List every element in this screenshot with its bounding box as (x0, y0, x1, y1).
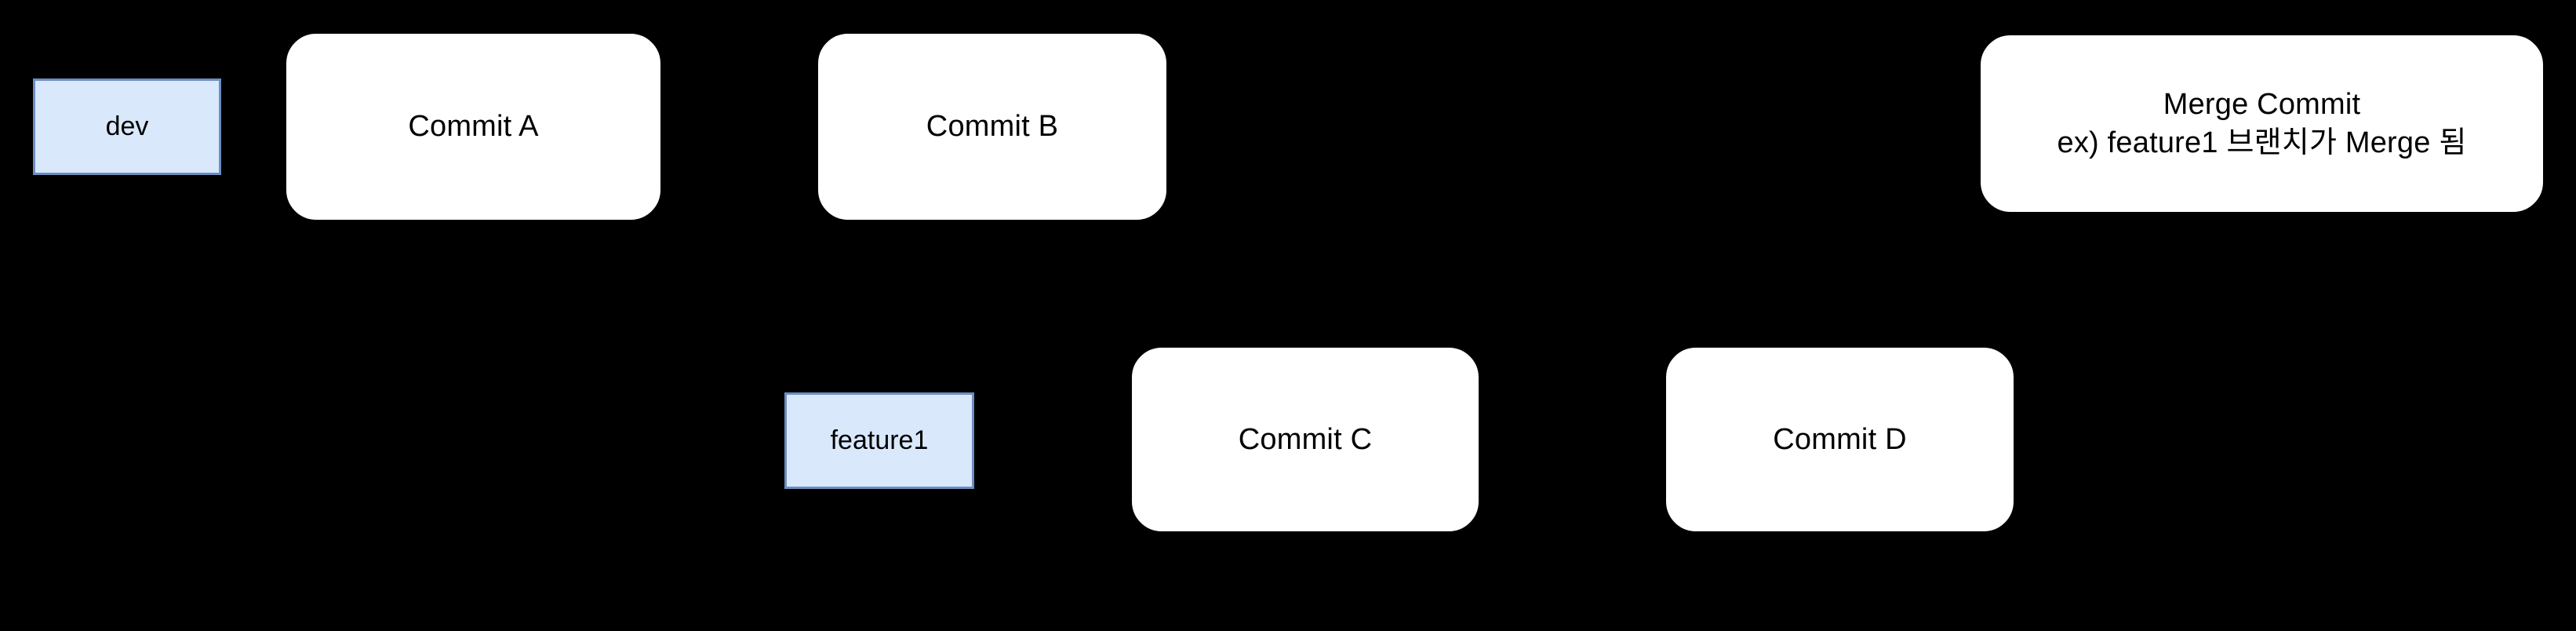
branch-label-dev-text: dev (105, 111, 149, 141)
commit-node-merge-commit-title: Merge Commit (2163, 87, 2361, 121)
commit-node-commit-a-text: Commit A (408, 110, 539, 144)
commit-node-commit-d-text: Commit D (1773, 422, 1907, 456)
commit-node-commit-c-text: Commit C (1238, 422, 1373, 456)
commit-node-commit-a[interactable]: Commit A (286, 34, 660, 220)
branch-label-feature1-text: feature1 (830, 425, 929, 455)
commit-node-commit-c[interactable]: Commit C (1132, 348, 1479, 531)
commit-node-merge-commit-description: ex) feature1 브랜치가 Merge 됨 (2057, 126, 2467, 159)
branch-label-dev[interactable]: dev (33, 78, 221, 175)
commit-node-commit-b[interactable]: Commit B (818, 34, 1166, 220)
commit-node-merge-commit[interactable]: Merge Commit ex) feature1 브랜치가 Merge 됨 (1981, 35, 2543, 212)
commit-node-commit-b-text: Commit B (926, 110, 1059, 144)
commit-node-commit-d[interactable]: Commit D (1666, 348, 2014, 531)
branch-label-feature1[interactable]: feature1 (784, 392, 974, 489)
